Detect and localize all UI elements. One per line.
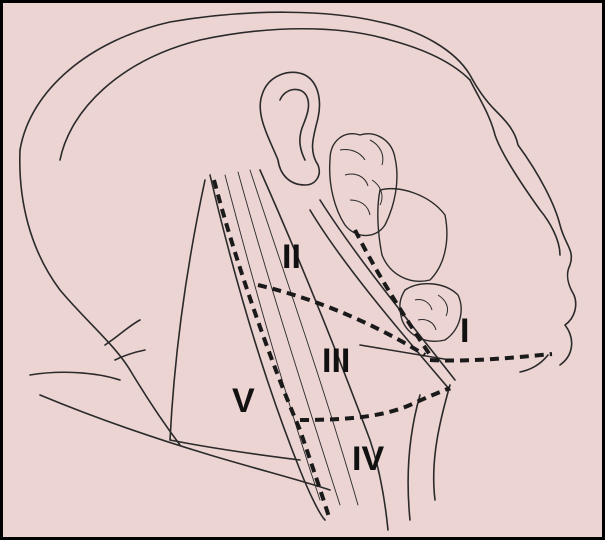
level-iv-label: IV bbox=[352, 440, 384, 478]
level-ii-label: II bbox=[282, 238, 301, 276]
level-i-label: I bbox=[460, 312, 469, 350]
level-iii-label: III bbox=[322, 342, 350, 380]
level-v-label: V bbox=[232, 382, 255, 420]
